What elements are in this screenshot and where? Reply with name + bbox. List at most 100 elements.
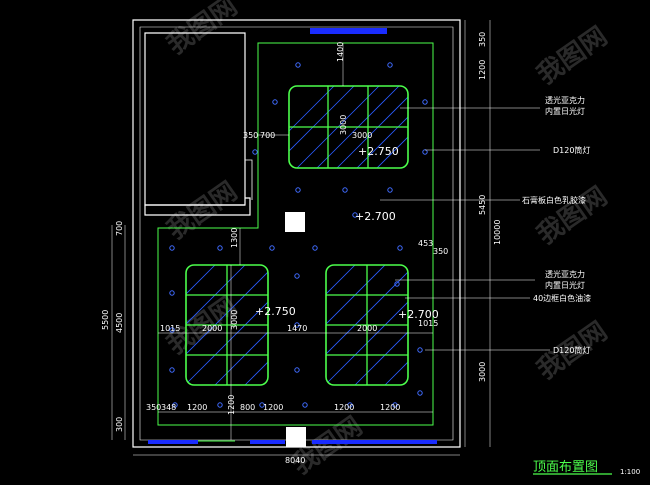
- dimension-lines: [111, 20, 491, 456]
- dim-350-upper: 350: [243, 131, 258, 140]
- dim-1200-bottom-c: 1200: [263, 403, 283, 412]
- downlight-icon: [417, 347, 423, 353]
- annotation-frame-paint: 40边框白色油漆: [533, 293, 591, 303]
- downlight-icon: [272, 99, 278, 105]
- dim-8040-overall: 8040: [285, 456, 305, 465]
- top-window: [310, 28, 387, 34]
- downlight-icon: [269, 245, 275, 251]
- elevation-labels: +2.750 +2.700 +2.750 +2.700: [255, 145, 439, 321]
- ceiling-boundary: [157, 42, 434, 426]
- downlight-icon: [295, 62, 301, 68]
- downlight-icon: [392, 402, 398, 408]
- downlight-icon: [387, 62, 393, 68]
- downlight-icon: [312, 245, 318, 251]
- dim-348-bottom: 348: [161, 403, 176, 412]
- downlight-icon: [217, 245, 223, 251]
- drawing-title: 顶面布置图: [533, 460, 598, 475]
- dim-300-left: 300: [115, 417, 124, 432]
- bottom-window-left-glass: [148, 440, 198, 444]
- downlight-icon: [294, 273, 300, 279]
- dim-1015-right: 1015: [418, 319, 438, 328]
- annotation-acrylic-2-line2: 内置日光灯: [545, 280, 585, 290]
- bottom-window-right-glass: [312, 440, 437, 444]
- dimension-texts: 1400 350 700 3000 3000 350 1200 5450 100…: [101, 32, 502, 465]
- annotation-acrylic-1-line2: 内置日光灯: [545, 106, 585, 116]
- annotation-texts: 透光亚克力 内置日光灯 D120筒灯 石膏板白色乳胶漆 透光亚克力 内置日光灯 …: [522, 95, 591, 355]
- downlight-icon: [417, 390, 423, 396]
- ceiling-outline: [157, 42, 434, 426]
- downlight-icon: [169, 290, 175, 296]
- dim-3000-right: 3000: [478, 362, 487, 382]
- dim-1300-left: 1300: [230, 228, 239, 248]
- downlight-icon: [342, 187, 348, 193]
- dim-700-left: 700: [115, 221, 124, 236]
- partition-wall: [144, 197, 251, 216]
- downlight-icon: [397, 245, 403, 251]
- dim-1200-bottom-d: 1200: [334, 403, 354, 412]
- dim-1015-low: 1015: [160, 324, 180, 333]
- downlight-icon: [169, 367, 175, 373]
- dim-4500-left: 4500: [115, 313, 124, 333]
- downlight-icon: [352, 212, 358, 218]
- downlight-icon: [169, 245, 175, 251]
- dim-3000-upper-h: 3000: [339, 115, 348, 135]
- downlight-icon: [259, 402, 265, 408]
- corridor-wall: [245, 159, 253, 200]
- downlight-icon: [394, 281, 400, 287]
- downlight-icon: [172, 402, 178, 408]
- downlight-icon: [217, 402, 223, 408]
- leader-lines: [380, 107, 550, 351]
- downlight-icon: [422, 99, 428, 105]
- dim-1200-bottom-b: 1200: [227, 395, 236, 415]
- annotation-acrylic-2-line1: 透光亚克力: [545, 269, 585, 279]
- dim-5500-left: 5500: [101, 310, 110, 330]
- dim-700-upper: 700: [260, 131, 275, 140]
- drawing-title-block: 顶面布置图 1:100: [533, 460, 640, 476]
- column-lower: [286, 427, 306, 447]
- elevation-upper-panel: +2.750: [358, 145, 399, 158]
- downlight-icon: [169, 327, 175, 333]
- annotation-downlight-2: D120筒灯: [553, 345, 590, 355]
- inner-wall: [139, 26, 454, 441]
- dim-3000-low: 3000: [230, 310, 239, 330]
- downlight-icon: [302, 402, 308, 408]
- downlight-icon: [294, 367, 300, 373]
- walls: [132, 19, 461, 448]
- annotation-downlight-1: D120筒灯: [553, 145, 590, 155]
- dim-1470-low: 1470: [287, 324, 307, 333]
- dim-350-bottom: 350: [146, 403, 161, 412]
- dim-1200-right: 1200: [478, 60, 487, 80]
- downlights: [169, 62, 428, 408]
- bottom-window-mid-glass: [250, 440, 285, 444]
- dim-5450-right: 5450: [478, 195, 487, 215]
- dim-350-mid: 350: [433, 247, 448, 256]
- light-panel-upper: [288, 85, 409, 169]
- windows: [148, 28, 437, 444]
- outer-wall: [132, 19, 461, 448]
- light-panel-lower-right: [325, 264, 409, 386]
- dim-1200-bottom-e: 1200: [380, 403, 400, 412]
- dim-1200-bottom-a: 1200: [187, 403, 207, 412]
- dim-350-right: 350: [478, 32, 487, 47]
- downlight-icon: [295, 187, 301, 193]
- elevation-upper-ceiling: +2.700: [355, 210, 396, 223]
- light-panel-lower-left: [185, 264, 269, 386]
- dim-3000-upper-w: 3000: [352, 131, 372, 140]
- downlight-icon: [387, 187, 393, 193]
- drawing-scale: 1:100: [620, 468, 640, 476]
- downlight-icon: [294, 322, 300, 328]
- elevation-lower-left-panel: +2.750: [255, 305, 296, 318]
- dim-1400: 1400: [336, 42, 345, 62]
- dim-453: 453: [418, 239, 433, 248]
- dim-800-bottom: 800: [240, 403, 255, 412]
- downlight-icon: [252, 149, 258, 155]
- column-upper: [285, 212, 305, 232]
- dim-2000-low-left: 2000: [202, 324, 222, 333]
- elevation-lower-right-panel: +2.700: [398, 308, 439, 321]
- annotation-acrylic-1-line1: 透光亚克力: [545, 95, 585, 105]
- downlight-icon: [347, 402, 353, 408]
- dim-2000-low-right: 2000: [357, 324, 377, 333]
- dim-10000-right: 10000: [493, 220, 502, 245]
